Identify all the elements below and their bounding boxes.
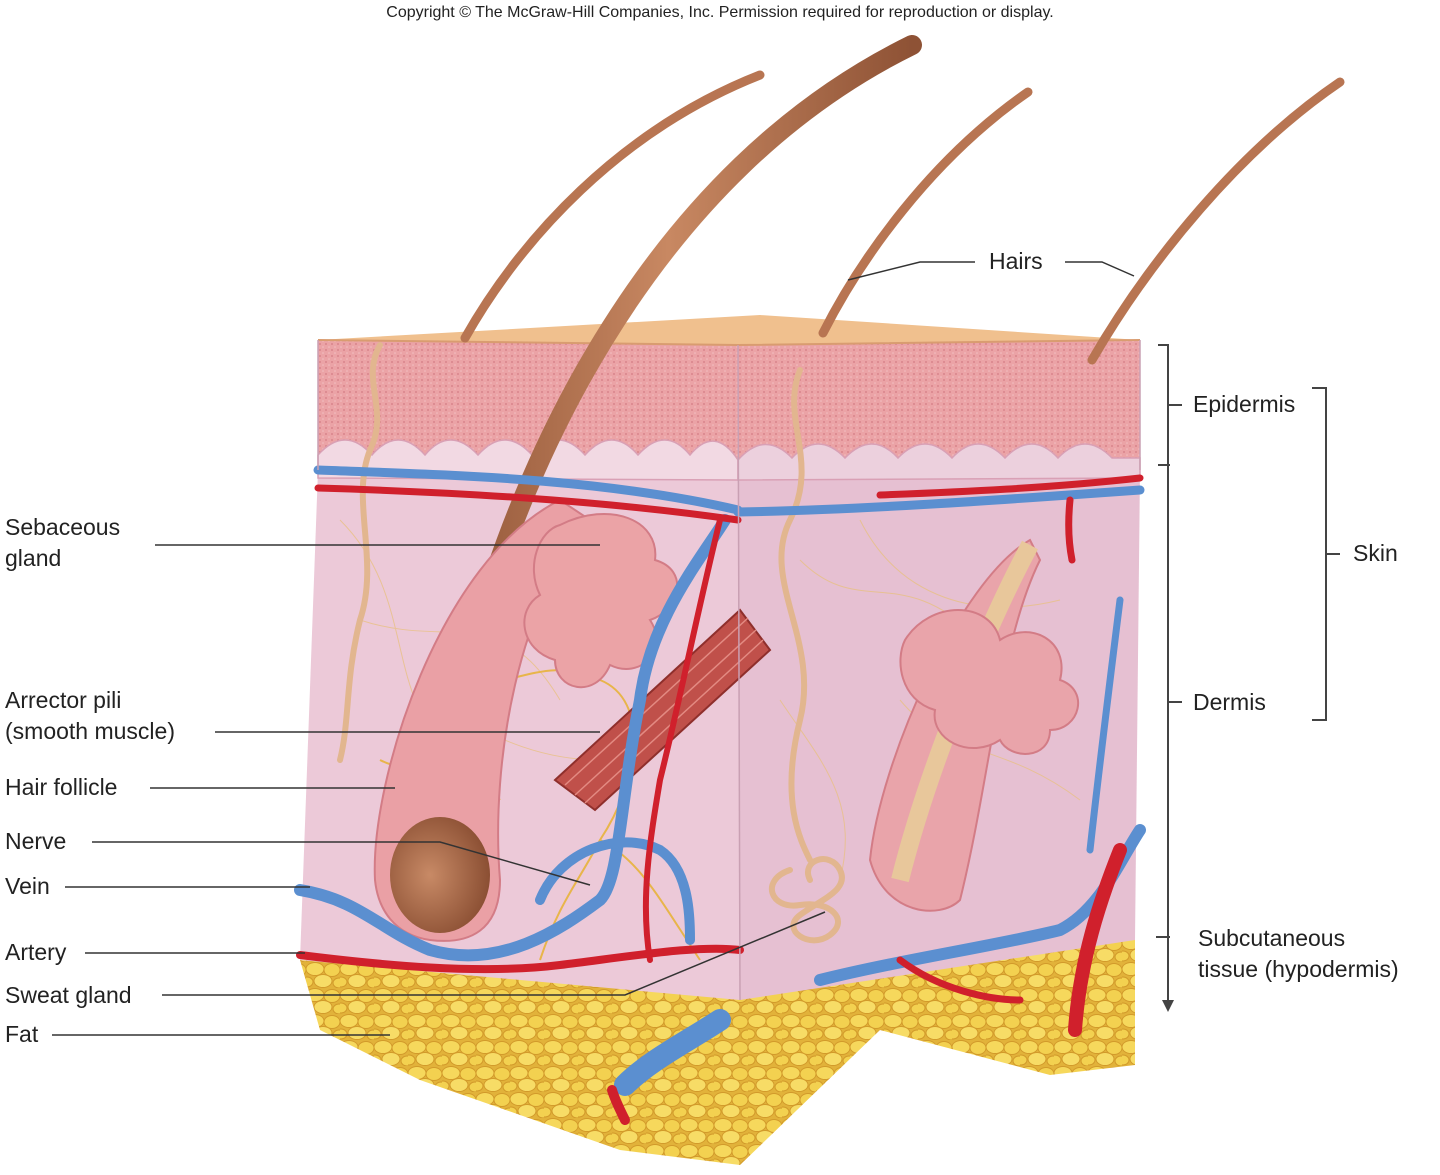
label-epidermis: Epidermis: [1193, 391, 1296, 417]
epidermis-layer: [317, 315, 1141, 481]
sebaceous-gland-icon: [523, 512, 679, 689]
label-skin: Skin: [1353, 540, 1398, 566]
label-subcutaneous-2: tissue (hypodermis): [1198, 956, 1399, 982]
leader-lines: [52, 261, 1135, 1036]
artery-icon: [296, 474, 1144, 1125]
sweat-gland-icon: [337, 342, 845, 944]
label-arrector-1: Arrector pili: [5, 687, 122, 713]
label-fat: Fat: [5, 1021, 39, 1047]
label-hairs: Hairs: [989, 248, 1043, 274]
label-sebaceous-2: gland: [5, 545, 62, 571]
hair-shaft-3: [818, 87, 1033, 338]
label-sweat-gland: Sweat gland: [5, 982, 132, 1008]
label-subcutaneous-1: Subcutaneous: [1198, 925, 1346, 951]
copyright-notice: Copyright © The McGraw-Hill Companies, I…: [386, 4, 1054, 21]
fat-layer: [300, 935, 1135, 1165]
hair-shaft-4: [1087, 77, 1345, 365]
block-edges: [317, 340, 1141, 1001]
label-dermis: Dermis: [1193, 689, 1266, 715]
layer-brackets: [1156, 344, 1340, 1012]
arrector-pili-icon: [553, 608, 772, 812]
label-nerve: Nerve: [5, 828, 67, 854]
sebaceous-gland-right-icon: [899, 609, 1079, 755]
label-hair-follicle: Hair follicle: [5, 774, 118, 800]
label-vein: Vein: [5, 873, 50, 899]
label-sebaceous-1: Sebaceous: [5, 514, 121, 540]
label-arrector-2: (smooth muscle): [5, 718, 175, 744]
label-artery: Artery: [5, 939, 67, 965]
hair-shaft-1: [460, 70, 765, 343]
